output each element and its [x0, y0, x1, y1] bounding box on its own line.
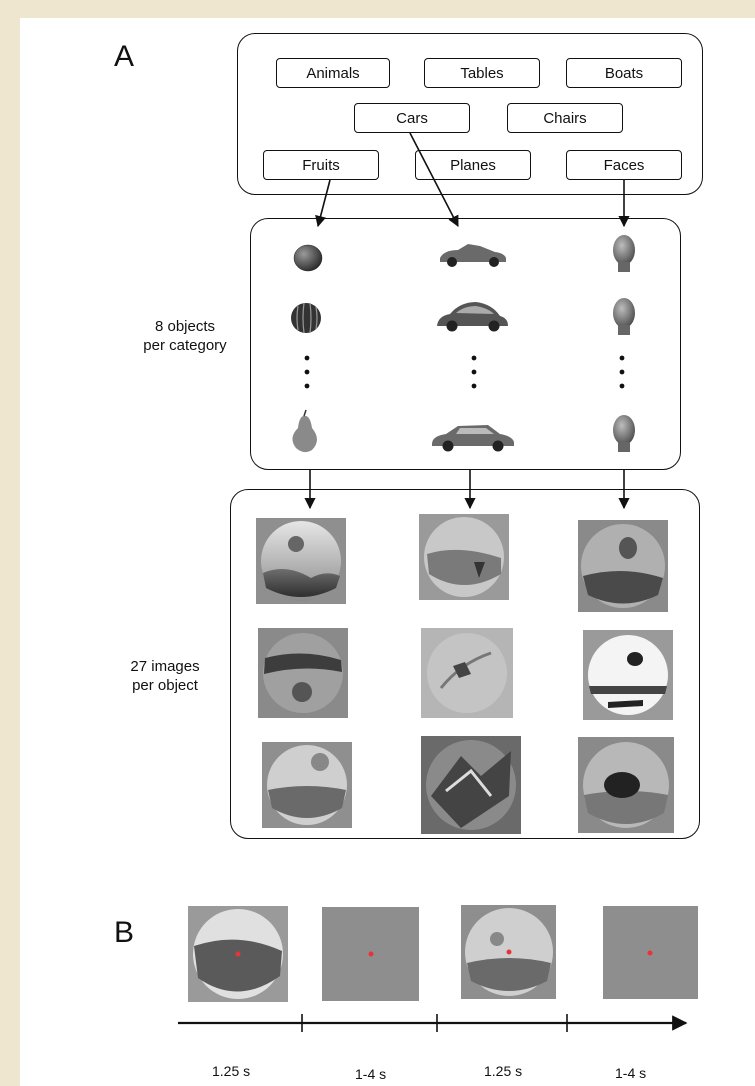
image-thumb-fruit-2 — [258, 628, 348, 718]
face-object-1 — [613, 235, 635, 272]
image-thumb-face-2 — [583, 630, 673, 720]
car-object-1 — [440, 244, 506, 267]
arrow-cars-to-objects — [410, 133, 458, 226]
image-thumb-car-2 — [421, 628, 513, 718]
image-thumb-fruit-1 — [256, 518, 346, 604]
fruit-object-2 — [291, 303, 321, 333]
fixation-dot-2 — [369, 952, 374, 957]
image-thumb-fruit-3 — [262, 742, 352, 828]
ellipsis-dots — [305, 356, 625, 389]
image-thumb-car-3 — [421, 736, 521, 834]
stimulus-blank-2 — [603, 906, 698, 999]
image-thumb-face-3 — [578, 737, 674, 833]
fruit-object-3 — [292, 410, 317, 452]
fruit-object-1 — [294, 245, 322, 271]
image-thumb-car-1 — [419, 514, 509, 600]
stimulus-blank-1 — [322, 907, 419, 1001]
fixation-dot-4 — [648, 951, 653, 956]
arrow-fruits-to-objects — [318, 180, 330, 226]
fixation-dot-3 — [507, 950, 512, 955]
stimulus-image-2 — [461, 905, 556, 999]
face-object-3 — [613, 415, 635, 452]
face-object-2 — [613, 298, 635, 335]
car-object-3 — [432, 425, 514, 452]
car-object-2 — [437, 302, 508, 332]
stimulus-image-1 — [188, 906, 288, 1002]
image-thumb-face-1 — [578, 520, 668, 612]
fixation-dot-1 — [236, 952, 241, 957]
